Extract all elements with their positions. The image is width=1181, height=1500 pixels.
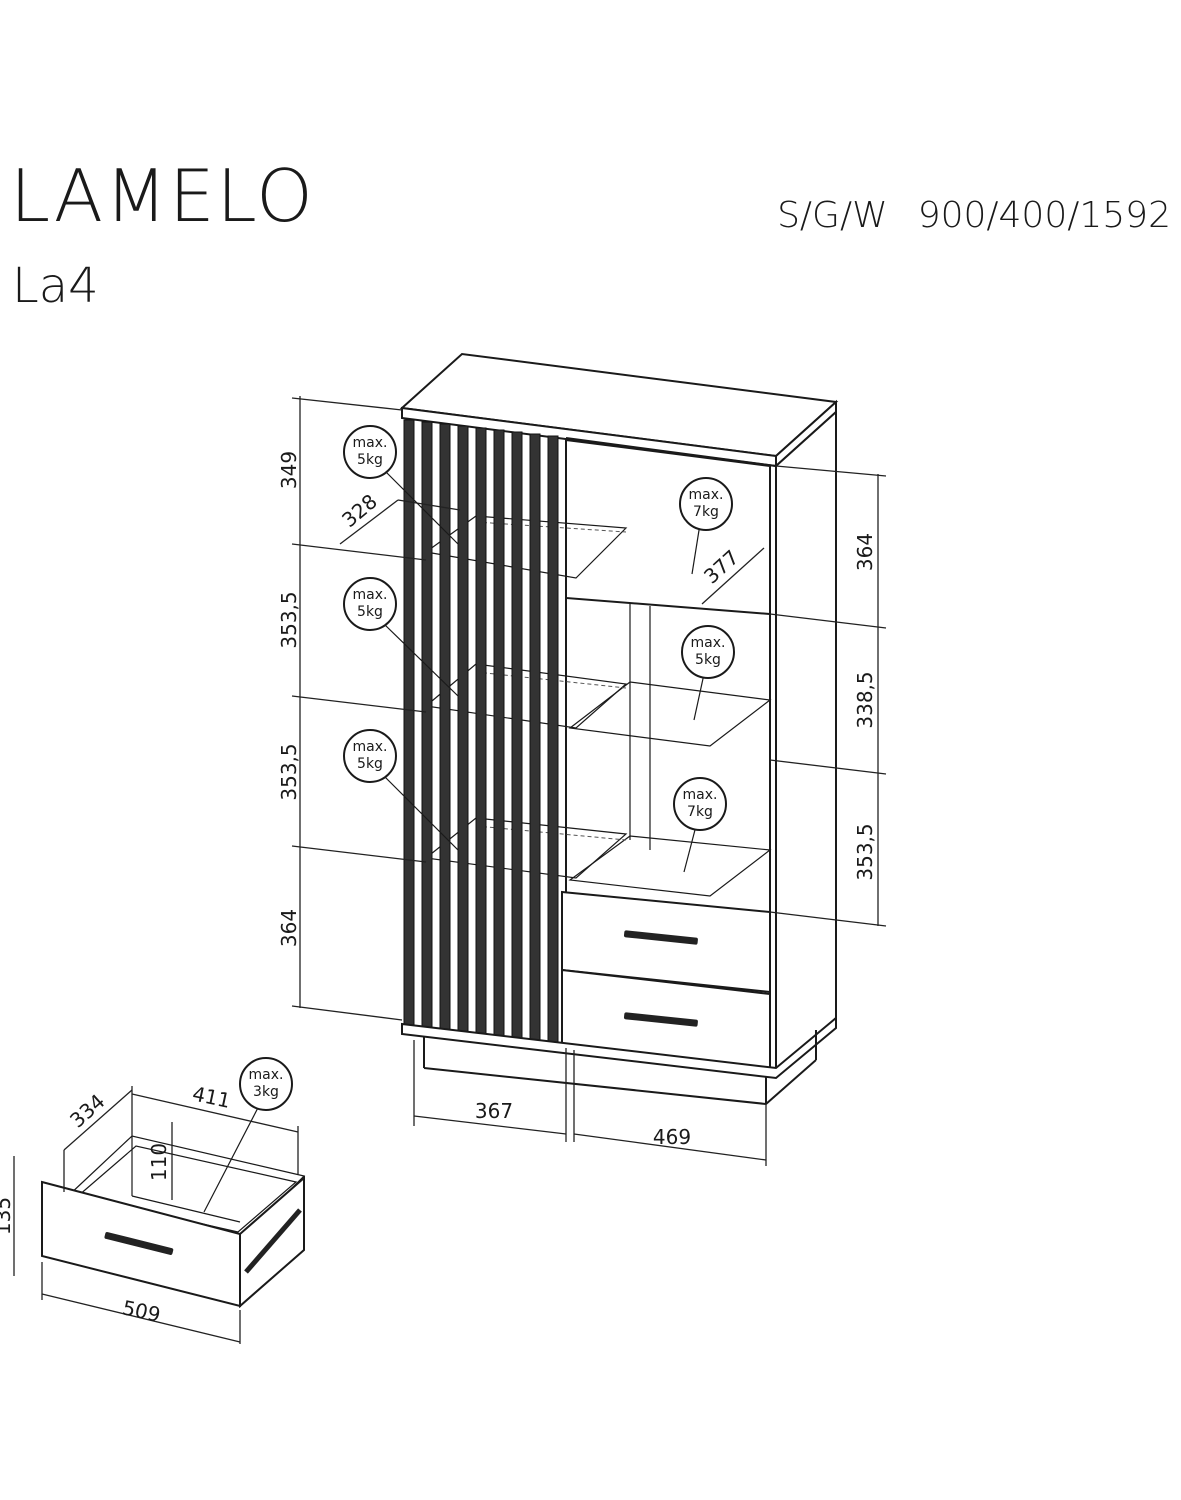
cabinet <box>399 352 839 1105</box>
svg-text:5kg: 5kg <box>357 604 383 620</box>
left-shelf-depth: 328 <box>337 489 382 532</box>
width-label-right: 469 <box>653 1125 691 1149</box>
svg-text:5kg: 5kg <box>695 652 721 668</box>
right-shelf-2 <box>568 835 772 897</box>
drawer-front-width-label: 509 <box>120 1295 162 1326</box>
svg-text:max.: max. <box>689 487 724 503</box>
upper-door <box>565 438 771 616</box>
load-badge-6: max. 7kg <box>673 777 727 831</box>
svg-text:3kg: 3kg <box>253 1084 279 1100</box>
svg-text:max.: max. <box>691 635 726 651</box>
drawer-front-height-label: 135 <box>0 1197 15 1235</box>
drawer-front-upper <box>561 890 771 994</box>
right-height-label-1: 364 <box>853 533 877 571</box>
drawer-depth-label: 334 <box>65 1089 109 1132</box>
load-badge-7: max. 3kg <box>239 1057 293 1111</box>
svg-text:max.: max. <box>683 787 718 803</box>
load-badges: max. 5kg max. 5kg max. 5kg max. 7kg max.… <box>203 425 735 1213</box>
svg-text:7kg: 7kg <box>687 804 713 820</box>
svg-text:max.: max. <box>353 587 388 603</box>
dims-label: S/G/W <box>777 195 888 236</box>
svg-text:7kg: 7kg <box>693 504 719 520</box>
height-label-2: 353,5 <box>277 591 301 648</box>
load-badge-2: max. 5kg <box>343 577 397 631</box>
load-badge-5: max. 5kg <box>681 625 735 679</box>
width-dimensions: 367 469 <box>413 1040 767 1166</box>
svg-text:5kg: 5kg <box>357 756 383 772</box>
product-title: LAMELO <box>10 154 315 238</box>
cabinet-base <box>401 1015 837 1080</box>
height-label-4: 364 <box>277 909 301 947</box>
svg-text:max.: max. <box>353 435 388 451</box>
width-label-left: 367 <box>475 1099 513 1123</box>
drawer-handle-upper <box>623 930 698 945</box>
cabinet-side-panel <box>775 409 837 1075</box>
load-badge-4: max. 7kg <box>679 477 733 531</box>
right-dimensions: 364 338,5 353,5 <box>769 465 887 927</box>
height-label-3: 353,5 <box>277 743 301 800</box>
drawer-detail: 334 411 110 135 509 <box>0 1081 306 1344</box>
product-model: La4 <box>12 258 99 314</box>
svg-text:max.: max. <box>353 739 388 755</box>
right-height-label-3: 353,5 <box>853 823 877 880</box>
load-badge-1: max. 5kg <box>343 425 397 479</box>
right-shelf-1 <box>568 681 772 747</box>
svg-text:5kg: 5kg <box>357 452 383 468</box>
overall-dimensions: S/G/W 900/400/1592 <box>777 198 1171 234</box>
drawer-detail-handle <box>104 1232 174 1255</box>
left-shelf-2 <box>424 663 628 729</box>
svg-text:max.: max. <box>249 1067 284 1083</box>
drawer-inner-height-label: 110 <box>147 1143 171 1181</box>
load-badge-3: max. 5kg <box>343 729 397 783</box>
lamella-door <box>403 419 559 1049</box>
right-height-label-2: 338,5 <box>853 671 877 728</box>
dims-value: 900/400/1592 <box>917 195 1171 236</box>
left-dimensions: 349 353,5 353,5 364 <box>277 396 427 1021</box>
height-label-1: 349 <box>277 451 301 489</box>
drawer-handle-lower <box>623 1012 698 1027</box>
